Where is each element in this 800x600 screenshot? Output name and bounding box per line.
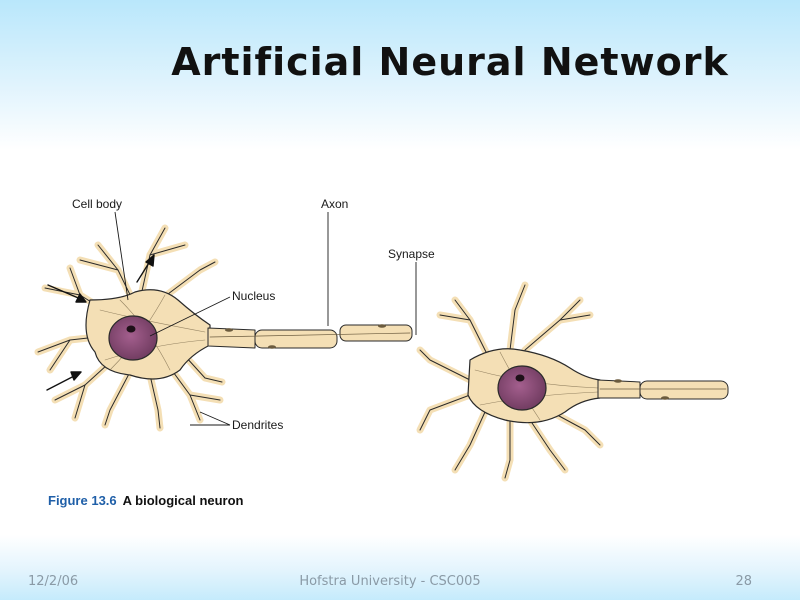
header-gradient: [0, 0, 800, 150]
footer-institution: Hofstra University - CSC005: [299, 574, 481, 589]
left-axon: [207, 324, 413, 349]
right-nucleus: [497, 365, 547, 411]
right-neuron: [416, 281, 729, 482]
left-neuron: [34, 224, 413, 432]
page-number: 28: [735, 574, 752, 589]
footer-date: 12/2/06: [28, 574, 79, 589]
slide-title: Artificial Neural Network: [171, 40, 729, 84]
label-nucleus: Nucleus: [232, 289, 275, 303]
right-axon: [597, 379, 729, 400]
leader-lines: [114, 211, 417, 426]
label-synapse: Synapse: [388, 247, 435, 261]
figure-caption: Figure 13.6 A biological neuron: [48, 493, 244, 508]
figure-number: Figure 13.6: [48, 493, 117, 508]
label-dendrites: Dendrites: [232, 418, 283, 432]
footer-gradient: [0, 535, 800, 600]
figure-caption-text: A biological neuron: [122, 493, 244, 508]
label-cell-body: Cell body: [72, 197, 122, 211]
left-nucleus: [108, 315, 158, 361]
label-axon: Axon: [321, 197, 348, 211]
signal-arrows: [46, 254, 155, 391]
